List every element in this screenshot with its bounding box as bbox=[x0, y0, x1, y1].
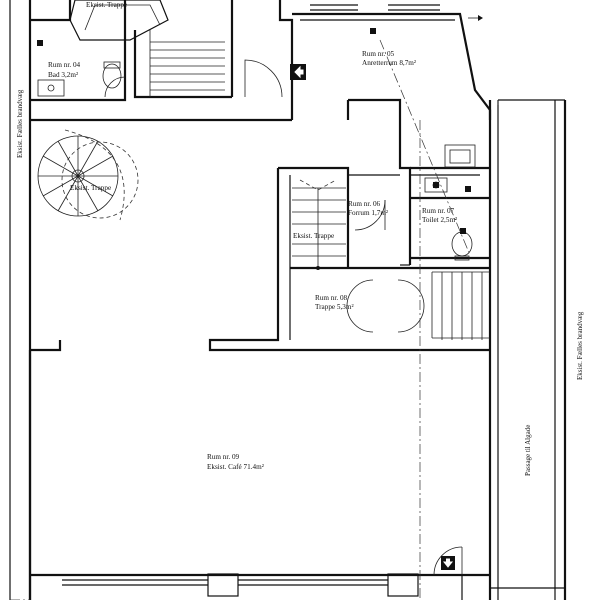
room-05-label: Rum nr. 05 Anretterrum 8,7m² bbox=[362, 50, 416, 67]
room-04-label: Rum nr. 04 Bad 3,2m² bbox=[48, 61, 81, 79]
left-fire-wall-label: Eksist. Fælles brandvæg bbox=[16, 89, 24, 158]
spiral-staircase-icon bbox=[37, 129, 139, 221]
stair-middle-label: Eksist. Trappe bbox=[293, 232, 334, 240]
svg-text:Forrum 1,7m²: Forrum 1,7m² bbox=[348, 209, 388, 217]
svg-text:Toilet 2,5m²: Toilet 2,5m² bbox=[422, 216, 457, 224]
axis-lines bbox=[10, 39, 499, 600]
sink-icon bbox=[37, 79, 476, 193]
svg-text:Eksist. Café 71.4m²: Eksist. Café 71.4m² bbox=[207, 463, 264, 471]
svg-text:Rum nr. 05: Rum nr. 05 bbox=[362, 50, 395, 58]
svg-text:Trappe 5,3m²: Trappe 5,3m² bbox=[315, 303, 354, 311]
stair-spiral-label: Eksist. Trappe bbox=[70, 184, 111, 192]
north-arrow-icon bbox=[468, 15, 483, 21]
toilet-icon bbox=[102, 61, 473, 261]
exit-sign-icon bbox=[441, 556, 455, 570]
stair-top-label: Eksist. Trappe bbox=[86, 1, 127, 9]
walls bbox=[9, 0, 567, 600]
stair-middle bbox=[292, 179, 346, 268]
room-06-label: Rum nr. 06 Forrum 1,7m² bbox=[348, 200, 388, 217]
exit-sign-icon bbox=[290, 64, 306, 80]
passage-label: Passage til Algade bbox=[524, 425, 532, 476]
right-fire-wall-label: Eksist. Fælles brandvæg bbox=[576, 311, 584, 380]
svg-text:Rum nr. 06: Rum nr. 06 bbox=[348, 200, 381, 208]
stair-08 bbox=[431, 271, 490, 340]
svg-text:Bad 3,2m²: Bad 3,2m² bbox=[48, 71, 78, 79]
svg-text:Rum nr. 08: Rum nr. 08 bbox=[315, 294, 348, 302]
svg-text:Rum nr. 04: Rum nr. 04 bbox=[48, 61, 81, 69]
stair-top bbox=[69, 0, 225, 97]
room-09-label: Rum nr. 09 Eksist. Café 71.4m² bbox=[207, 453, 264, 471]
doors bbox=[104, 59, 463, 576]
svg-text:Anretterrum 8,7m²: Anretterrum 8,7m² bbox=[362, 59, 416, 67]
room-07-label: Rum nr. 07 Toilet 2,5m² bbox=[422, 207, 457, 224]
equipment-markers bbox=[37, 28, 471, 270]
svg-text:Rum nr. 07: Rum nr. 07 bbox=[422, 207, 455, 215]
room-08-label: Rum nr. 08 Trappe 5,3m² bbox=[315, 294, 354, 311]
svg-text:Rum nr. 09: Rum nr. 09 bbox=[207, 453, 240, 461]
